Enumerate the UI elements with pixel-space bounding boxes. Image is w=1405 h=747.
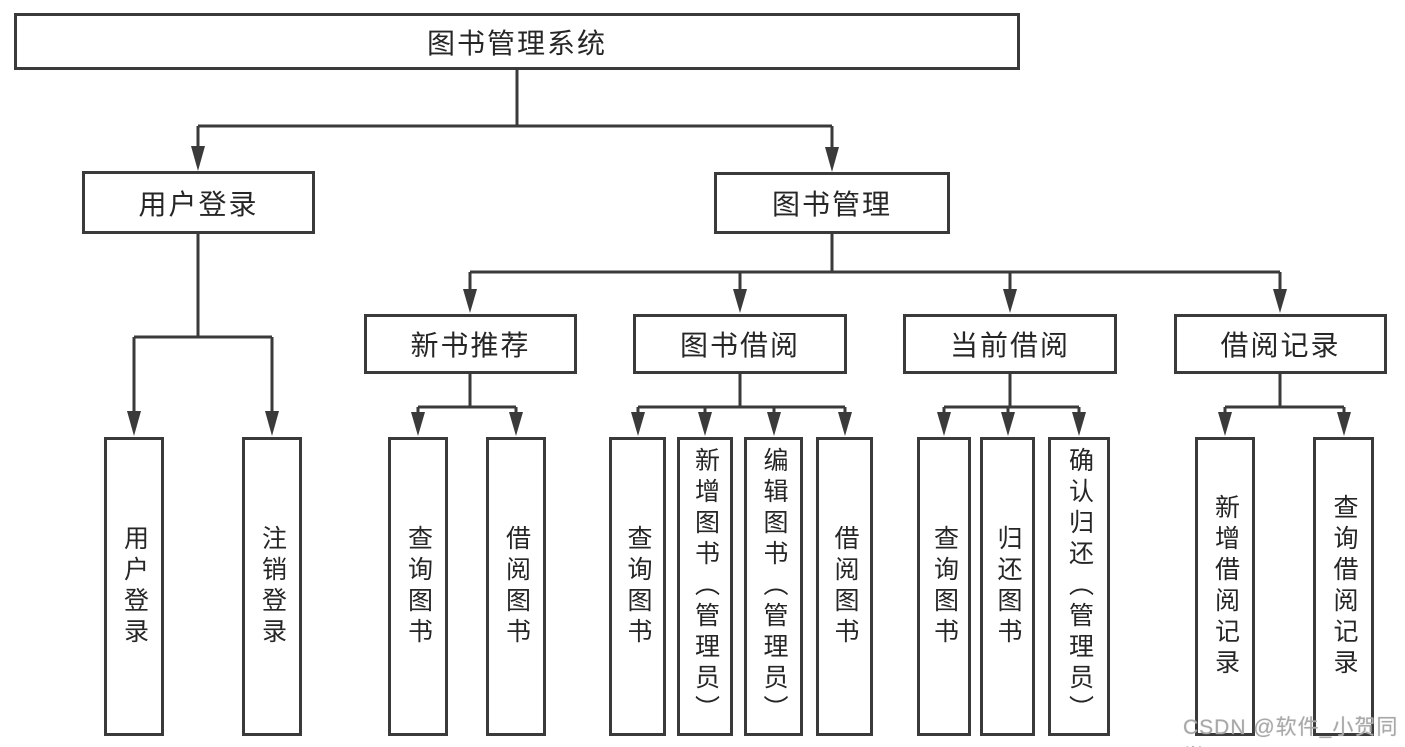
node-current-borrow: 当前借阅 (903, 314, 1117, 374)
node-root-library-system: 图书管理系统 (14, 13, 1020, 70)
node-new-book-recommend: 新书推荐 (364, 314, 577, 374)
leaf-edit-book-admin: 编辑图书（管理员） (744, 437, 803, 736)
leaf-borrow-book-2: 借阅图书 (816, 437, 873, 736)
leaf-query-book-3: 查询图书 (917, 437, 971, 736)
leaf-query-borrow-record: 查询借阅记录 (1313, 437, 1374, 736)
leaf-add-borrow-record: 新增借阅记录 (1195, 437, 1255, 736)
leaf-logout-login: 注销登录 (242, 437, 302, 736)
leaf-query-book-1: 查询图书 (388, 437, 448, 736)
leaf-return-book: 归还图书 (980, 437, 1035, 736)
node-user-login: 用户登录 (82, 171, 315, 234)
leaf-add-book-admin: 新增图书（管理员） (677, 437, 733, 736)
leaf-borrow-book-1: 借阅图书 (486, 437, 546, 736)
leaf-user-login: 用户登录 (104, 437, 164, 736)
watermark: CSDN @软件_小贺同学 (1183, 716, 1399, 747)
leaf-query-book-2: 查询图书 (609, 437, 666, 736)
node-book-borrow: 图书借阅 (633, 314, 847, 374)
node-book-management: 图书管理 (714, 172, 950, 234)
node-borrow-records: 借阅记录 (1174, 314, 1387, 374)
arrowhead-icons (127, 146, 1351, 436)
leaf-confirm-return-admin: 确认归还（管理员） (1048, 437, 1110, 736)
